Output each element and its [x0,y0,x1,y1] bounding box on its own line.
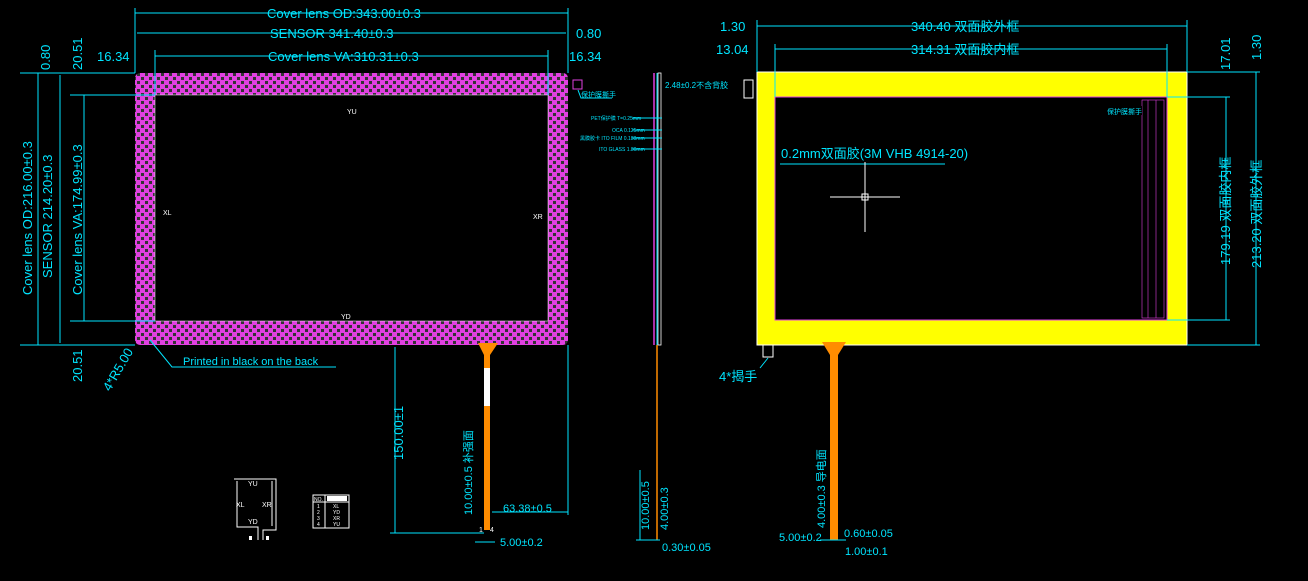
pin-row-3-signal: XR [333,516,340,522]
dim-corner-radius: 4*R5.00 [100,345,136,393]
print-note: Printed in black on the back [183,356,319,368]
pin-row-1-no: 1 [317,504,320,510]
pin-row-3-no: 3 [317,516,320,522]
viewing-area [154,94,549,322]
dim-cover-va-height: Cover lens VA:174.99±0.3 [70,144,85,295]
side-view: 保护膜撕手 2.48±0.2不含背胶 PET保护膜 T=0.25mm OCA 0… [572,72,754,554]
pin-table-header: NO. [314,497,323,503]
pin-table: NO. 1 XL 2 YD 3 XR 4 YU [312,494,350,529]
layer-ito-film: 黑膜胶卡 ITO FILM 0.188mm [580,135,645,142]
schematic-yd: YD [248,519,258,526]
right-protective-film: 保护膜撕手 [1107,107,1142,116]
side-dim-c: 0.30±0.05 [662,542,711,554]
dim-outer-height: 213.20 双面胶外框 [1249,160,1264,268]
dim-outer-width: 340.40 双面胶外框 [911,19,1019,34]
dim-offset-top-left: 0.80 [38,45,53,70]
dim-sensor-width: SENSOR 341.40±0.3 [270,26,393,41]
right-tail-width: 5.00±0.2 [779,532,822,544]
adhesive-view: 保护膜撕手 0.2mm双面胶(3M VHB 4914-20) 340.40 双面… [716,19,1264,558]
dim-sensor-height: SENSOR 214.20±0.3 [40,155,55,278]
layer-oca: OCA 0.125mm [612,128,645,134]
dim-offset-top-right: 0.80 [576,26,601,41]
dim-tail-stiffener: 10.00±0.5 补强面 [462,430,475,515]
pin-row-4-no: 4 [317,522,320,528]
touch-schematic: YU XL XR YD [234,478,277,540]
dim-inner-width: 314.31 双面胶内框 [911,42,1019,57]
side-dim-a: 10.00±0.5 [640,481,652,530]
cover-lens-view: YU YD XL XR Cover lens OD:343.00±0.3 SEN… [20,6,602,549]
pin-row-2-signal: YD [333,510,340,516]
dim-tail-offset: 63.38±0.5 [503,503,552,515]
pin-row-1-signal: XL [333,504,339,510]
side-protective-film: 保护膜撕手 [581,90,616,99]
dim-cover-od-width: Cover lens OD:343.00±0.3 [267,6,421,21]
dim-inner-height: 179.19 双面胶内框 [1218,157,1233,265]
pin-row-4-signal: YU [333,522,340,528]
dim-offset-left: 13.04 [716,42,749,57]
tail-stiffener [484,368,490,406]
pin-4-label: 4 [490,527,494,534]
layer-pet: PET保护膜 T=0.25mm [591,115,641,122]
right-fpc-tail [822,342,846,540]
schematic-xl: XL [236,502,245,509]
right-dim-a: 0.60±0.05 [844,528,893,540]
dim-offset-left-top: 1.30 [720,19,745,34]
dim-cover-va-width: Cover lens VA:310.31±0.3 [268,49,419,64]
dim-offset-left: 16.34 [97,49,130,64]
tape-note: 0.2mm双面胶(3M VHB 4914-20) [781,146,968,161]
dim-top-margin: 20.51 [70,37,85,70]
right-tail-label: 4.00±0.3 导电面 [815,449,828,528]
label-xr: XR [533,214,543,221]
adhesive-inner-area [774,96,1168,321]
pull-tab [762,344,774,358]
dim-bottom-margin: 20.51 [70,349,85,382]
dim-total-thickness: 2.48±0.2不含背胶 [665,80,728,90]
label-xl: XL [163,210,172,217]
dim-offset-right: 1.30 [1249,35,1264,60]
label-yu: YU [347,109,357,116]
pin-row-2-no: 2 [317,510,320,516]
dim-tail-width: 5.00±0.2 [500,537,543,549]
dim-cover-od-height: Cover lens OD:216.00±0.3 [20,141,35,295]
dim-offset-right-top: 17.01 [1218,37,1233,70]
side-dim-b: 4.00±0.3 [659,487,671,530]
pull-tab-label: 4*揭手 [719,369,757,384]
pin-1-label: 1 [479,527,483,534]
dim-offset-right: 16.34 [569,49,602,64]
dim-tail-length: 150.00±1 [391,406,406,460]
schematic-yu: YU [248,481,258,488]
fpc-tail [478,343,498,530]
right-dim-b: 1.00±0.1 [845,546,888,558]
label-yd: YD [341,314,351,321]
layer-ito-glass: ITO GLASS 1.80mm [599,147,645,153]
schematic-xr: XR [262,502,272,509]
